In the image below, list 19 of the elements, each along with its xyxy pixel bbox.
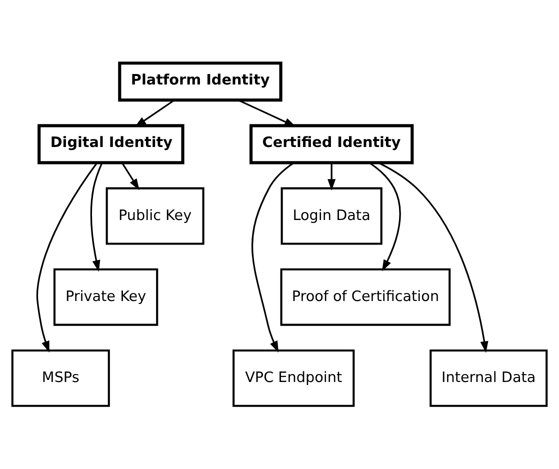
node-box: MSPs xyxy=(11,349,110,407)
node-box: Private Key xyxy=(53,268,158,326)
node-box: Public Key xyxy=(106,187,204,245)
arrow xyxy=(238,99,296,127)
arrow xyxy=(134,99,175,128)
arrow xyxy=(90,162,103,272)
node-box: Platform Identity xyxy=(118,62,282,102)
node-box: VPC Endpoint xyxy=(232,349,355,407)
arrow xyxy=(121,162,140,190)
node-box: Certified Identity xyxy=(249,124,414,164)
arrow xyxy=(36,162,98,353)
arrow xyxy=(368,162,401,272)
node-box: Digital Identity xyxy=(38,124,184,164)
arrow xyxy=(251,162,294,353)
node-box: Login Data xyxy=(280,187,382,245)
arrow xyxy=(378,162,488,353)
arrow xyxy=(328,162,336,191)
node-box: Proof of Certification xyxy=(280,268,451,326)
node-box: Internal Data xyxy=(430,349,548,407)
